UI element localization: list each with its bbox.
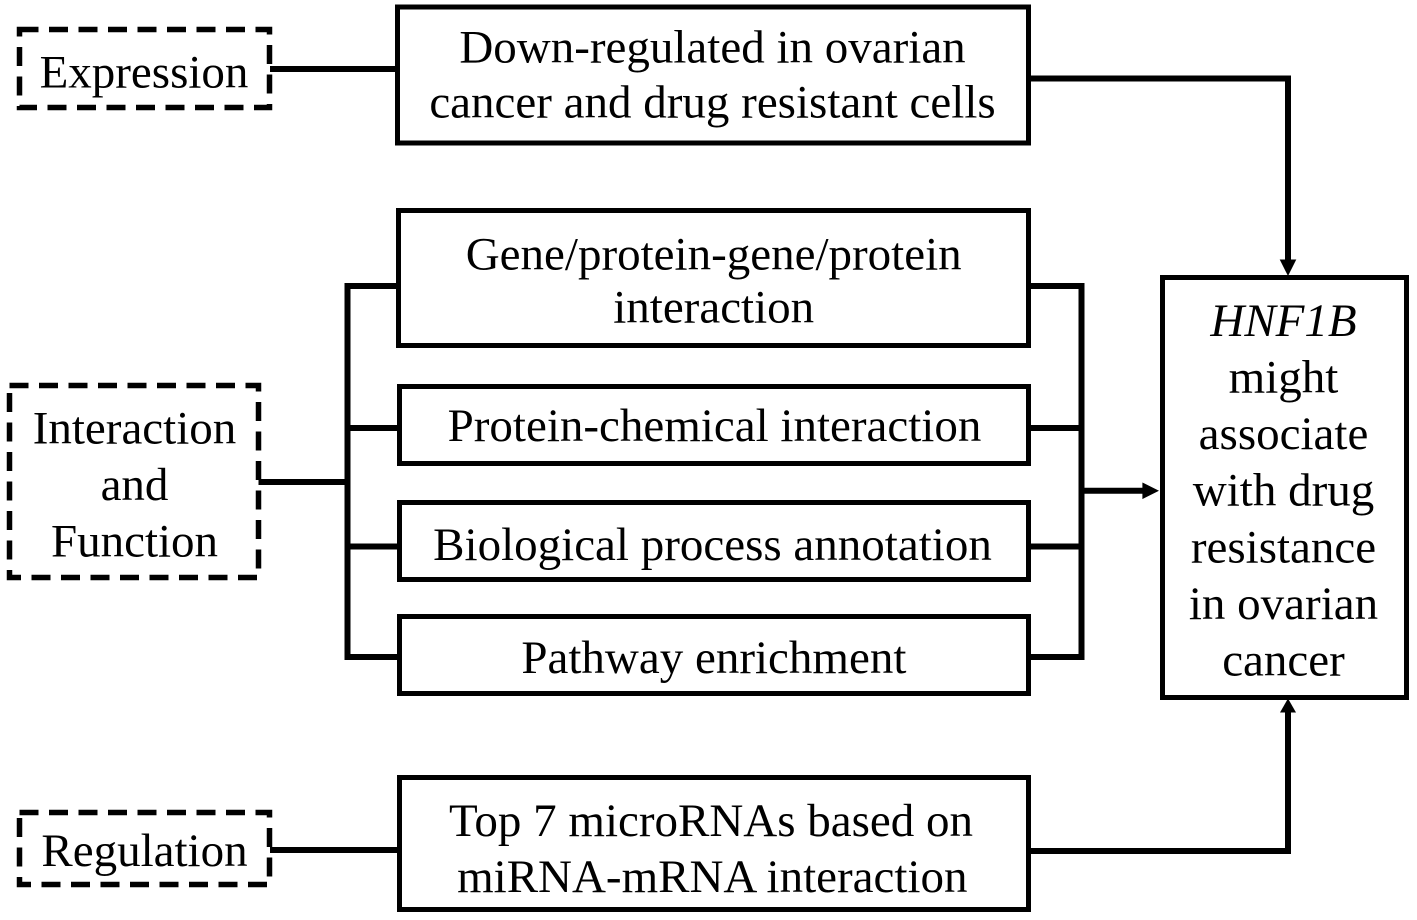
svg-text:Biological process annotation: Biological process annotation [433, 519, 992, 571]
svg-text:and: and [101, 459, 169, 511]
svg-text:resistance: resistance [1191, 521, 1376, 573]
svg-text:Top 7 microRNAs based on: Top 7 microRNAs based on [449, 795, 973, 847]
svg-text:Interaction: Interaction [33, 402, 237, 454]
svg-text:Regulation: Regulation [41, 825, 247, 877]
svg-text:might: might [1229, 351, 1339, 403]
svg-text:cancer: cancer [1222, 635, 1345, 687]
svg-text:miRNA-mRNA interaction: miRNA-mRNA interaction [457, 851, 967, 903]
svg-text:cancer and drug resistant cell: cancer and drug resistant cells [429, 77, 995, 129]
svg-text:associate: associate [1199, 408, 1369, 460]
svg-text:HNF1B: HNF1B [1209, 295, 1356, 347]
svg-text:Protein-chemical interaction: Protein-chemical interaction [448, 400, 982, 452]
svg-text:Gene/protein-gene/protein: Gene/protein-gene/protein [466, 229, 962, 281]
svg-text:Expression: Expression [40, 46, 249, 98]
svg-text:interaction: interaction [613, 281, 814, 333]
svg-text:Function: Function [51, 516, 218, 568]
svg-text:Down-regulated in ovarian: Down-regulated in ovarian [459, 21, 965, 73]
svg-text:Pathway enrichment: Pathway enrichment [521, 632, 906, 684]
svg-text:in ovarian: in ovarian [1189, 578, 1378, 630]
svg-text:with drug: with drug [1193, 465, 1374, 517]
